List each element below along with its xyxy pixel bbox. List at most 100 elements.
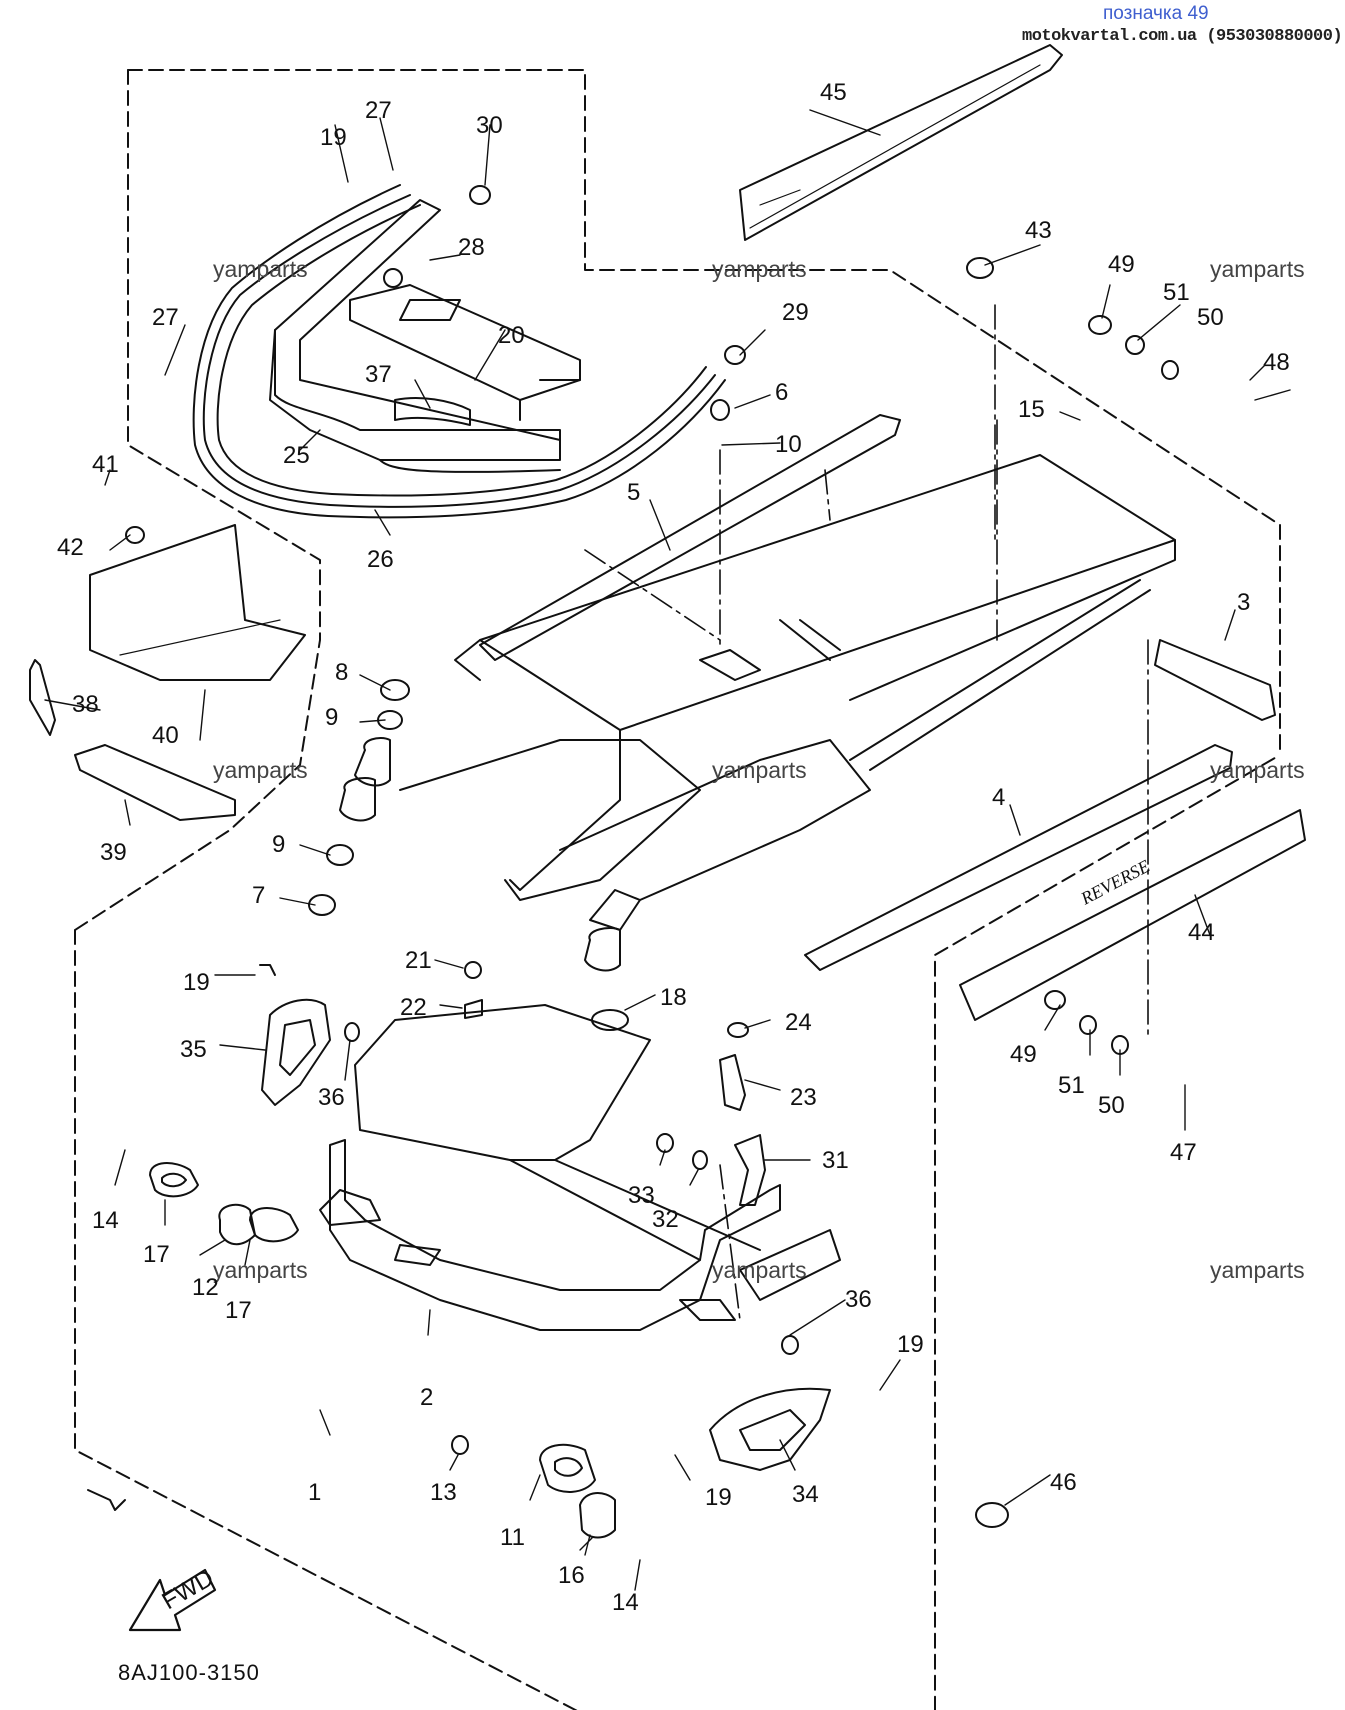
rail-4 bbox=[804, 744, 1233, 971]
part-label: 44 bbox=[1188, 919, 1215, 946]
part-label: 17 bbox=[143, 1241, 170, 1268]
watermarks: yamparts yamparts yamparts yamparts yamp… bbox=[213, 256, 1305, 1283]
part-37 bbox=[394, 397, 471, 426]
part-label: 17 bbox=[225, 1297, 252, 1324]
lower-pan bbox=[319, 1004, 841, 1331]
tunnel-frame bbox=[454, 454, 1176, 891]
part-label: 36 bbox=[845, 1286, 872, 1313]
part-label: 19 bbox=[897, 1331, 924, 1358]
watermark: yamparts bbox=[213, 757, 308, 783]
part-label: 26 bbox=[367, 546, 394, 573]
part-label: 45 bbox=[820, 79, 847, 106]
bumper-26 bbox=[192, 184, 726, 519]
part-label: 9 bbox=[325, 704, 338, 731]
part-label: 24 bbox=[785, 1009, 812, 1036]
gasket-11 bbox=[539, 1443, 596, 1493]
part-12 bbox=[218, 1203, 256, 1246]
part-label: 27 bbox=[152, 304, 179, 331]
part-label: 30 bbox=[476, 112, 503, 139]
header-site: motokvartal.com.ua (953030880000) bbox=[1022, 27, 1343, 46]
part-label: 6 bbox=[775, 379, 788, 406]
watermark: yamparts bbox=[1210, 1257, 1305, 1283]
part-label: 28 bbox=[458, 234, 485, 261]
bracket-31 bbox=[734, 1134, 766, 1206]
part-label: 1 bbox=[308, 1479, 321, 1506]
strip-45 bbox=[739, 44, 1063, 241]
part-label: 51 bbox=[1163, 279, 1190, 306]
gasket-34 bbox=[709, 1387, 831, 1471]
bracket-20 bbox=[349, 284, 581, 421]
bumper-25 bbox=[269, 199, 561, 473]
part-label: 21 bbox=[405, 947, 432, 974]
gasket-16 bbox=[579, 1492, 616, 1539]
part-label: 49 bbox=[1108, 251, 1135, 278]
part-label: 3 bbox=[1237, 589, 1250, 616]
part-label: 37 bbox=[365, 361, 392, 388]
plate-39 bbox=[74, 744, 236, 821]
gasket-17b bbox=[249, 1207, 299, 1243]
part-label: 27 bbox=[365, 97, 392, 124]
part-label: 38 bbox=[72, 691, 99, 718]
part-label: 31 bbox=[822, 1147, 849, 1174]
watermark: yamparts bbox=[213, 1257, 308, 1283]
part-label: 46 bbox=[1050, 1469, 1077, 1496]
part-label: 18 bbox=[660, 984, 687, 1011]
part-label: 5 bbox=[627, 479, 640, 506]
part-label: 40 bbox=[152, 722, 179, 749]
group-outline-bumper bbox=[74, 69, 1281, 1710]
part-label: 4 bbox=[992, 784, 1005, 811]
watermark: yamparts bbox=[1210, 256, 1305, 282]
part-label: 43 bbox=[1025, 217, 1052, 244]
part-label: 49 bbox=[1010, 1041, 1037, 1068]
suspension-arms bbox=[339, 579, 1151, 972]
part-label: 19 bbox=[705, 1484, 732, 1511]
part-label: 41 bbox=[92, 451, 119, 478]
header-title: позначка 49 bbox=[1103, 3, 1209, 24]
gasket-17a bbox=[149, 1162, 199, 1198]
part-label: 23 bbox=[790, 1084, 817, 1111]
part-label: 29 bbox=[782, 299, 809, 326]
part-label: 10 bbox=[775, 431, 802, 458]
part-label: 20 bbox=[498, 322, 525, 349]
part-label: 42 bbox=[57, 534, 84, 561]
part-label: 33 bbox=[628, 1182, 655, 1209]
part-label: 13 bbox=[430, 1479, 457, 1506]
part-label: 15 bbox=[1018, 396, 1045, 423]
part-label: 50 bbox=[1098, 1092, 1125, 1119]
watermark: yamparts bbox=[213, 256, 308, 282]
fwd-arrow-icon bbox=[128, 1568, 217, 1632]
part-label: 8 bbox=[335, 659, 348, 686]
decal-text: REVERSE bbox=[1077, 856, 1153, 909]
rail-5 bbox=[479, 414, 901, 661]
part-label: 12 bbox=[192, 1274, 219, 1301]
part-label: 14 bbox=[92, 1207, 119, 1234]
part-label: 48 bbox=[1263, 349, 1290, 376]
bracket-23 bbox=[719, 1054, 746, 1111]
part-label: 50 bbox=[1197, 304, 1224, 331]
label-leaders bbox=[44, 109, 1291, 1591]
part-label: 19 bbox=[320, 124, 347, 151]
part-label: 9 bbox=[272, 831, 285, 858]
watermark: yamparts bbox=[712, 1257, 807, 1283]
part-label: 25 bbox=[283, 442, 310, 469]
part-label: 34 bbox=[792, 1481, 819, 1508]
part-label: 32 bbox=[652, 1206, 679, 1233]
decal-44 bbox=[959, 809, 1306, 1021]
fasteners bbox=[87, 185, 1179, 1528]
bracket-3 bbox=[1154, 639, 1276, 721]
leader-lines bbox=[584, 304, 1149, 1321]
part-label: 35 bbox=[180, 1036, 207, 1063]
diagram-code: 8AJ100-3150 bbox=[118, 1660, 260, 1685]
part-label: 19 bbox=[183, 969, 210, 996]
part-38 bbox=[29, 659, 56, 736]
part-labels: 45 43 49 51 50 48 15 3 4 44 29 6 10 5 20… bbox=[57, 79, 1290, 1616]
part-label: 7 bbox=[252, 882, 265, 909]
watermark: yamparts bbox=[712, 757, 807, 783]
part-label: 22 bbox=[400, 994, 427, 1021]
part-label: 11 bbox=[500, 1524, 525, 1551]
part-label: 51 bbox=[1058, 1072, 1085, 1099]
part-label: 47 bbox=[1170, 1139, 1197, 1166]
part-label: 2 bbox=[420, 1384, 433, 1411]
watermark: yamparts bbox=[712, 256, 807, 282]
